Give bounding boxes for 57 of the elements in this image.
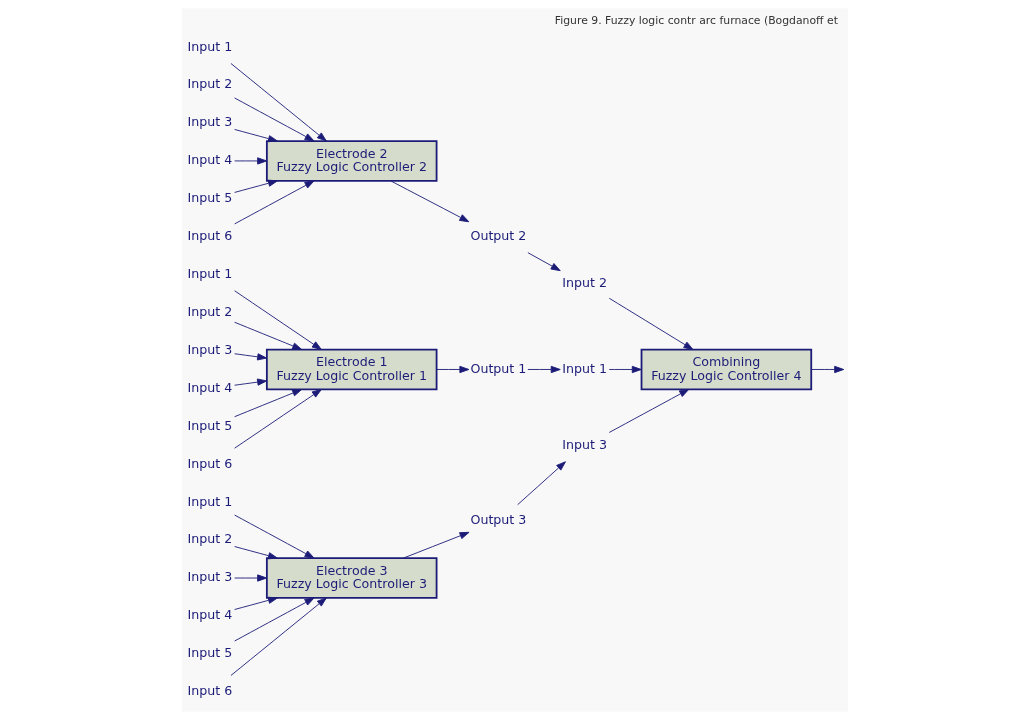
caption: Figure 9. Fuzzy logic contr arc furnace (Bogdanoff et — [554, 14, 838, 28]
arrow — [233, 378, 267, 386]
node-box: Electrode 1 Fuzzy Logic Controller 1 — [265, 348, 437, 391]
arrow — [233, 290, 322, 350]
arrow — [516, 461, 566, 506]
arrow — [233, 180, 314, 225]
node-text: Input 4 — [187, 379, 232, 395]
arrow — [233, 389, 322, 449]
node-text: Input 2 — [187, 303, 232, 319]
node-text: Input 5 — [187, 417, 232, 433]
arrow — [233, 97, 314, 142]
node-text: Input 3 — [187, 569, 232, 585]
node-text: Input 2 — [561, 275, 607, 291]
node-text: Input 3 — [187, 114, 232, 130]
arrow — [608, 365, 642, 374]
node-text: Input 1 — [187, 266, 232, 282]
node-text: Input 4 — [187, 152, 232, 168]
node-text: Input 5 — [187, 645, 232, 661]
node-text: Output 1 — [469, 360, 526, 376]
node-text: Input 1 — [187, 38, 232, 54]
arrow — [402, 531, 469, 559]
arrow — [233, 389, 302, 418]
arrow — [608, 297, 693, 350]
node-box: Electrode 3 Fuzzy Logic Controller 3 — [265, 557, 437, 599]
arrow — [230, 63, 327, 142]
arrow — [233, 179, 278, 193]
arrow — [233, 546, 278, 560]
arrow — [389, 180, 469, 223]
arrow — [608, 388, 689, 433]
arrow — [526, 252, 561, 272]
node-text: Output 3 — [469, 512, 526, 528]
arrow — [233, 514, 314, 559]
arrow — [233, 157, 267, 165]
node-text: Input 4 — [187, 607, 232, 623]
arrow — [233, 574, 267, 582]
arrow — [233, 597, 314, 642]
arrow — [233, 596, 278, 610]
arrow — [526, 365, 561, 374]
arrow — [233, 321, 302, 350]
node-text: Input 3 — [187, 341, 232, 357]
arrow — [435, 365, 469, 374]
node-text: Input 3 — [561, 436, 607, 452]
node-text: Input 1 — [561, 360, 607, 376]
node-text: Input 6 — [187, 228, 232, 244]
arrow — [233, 129, 278, 143]
node-text: Output 2 — [469, 228, 526, 244]
arrow — [810, 365, 844, 374]
node-text: Input 2 — [187, 531, 232, 547]
node-text: Input 5 — [187, 190, 232, 206]
node-text: Input 6 — [187, 455, 232, 471]
node-text: Input 6 — [187, 683, 232, 699]
node-text: Input 2 — [187, 76, 232, 92]
arrow — [233, 353, 267, 361]
node-box: Electrode 2 Fuzzy Logic Controller 2 — [265, 140, 437, 182]
arrow — [230, 597, 327, 676]
node-text: Input 1 — [187, 493, 232, 509]
node-box: Combining Fuzzy Logic Controller 4 — [640, 348, 812, 391]
